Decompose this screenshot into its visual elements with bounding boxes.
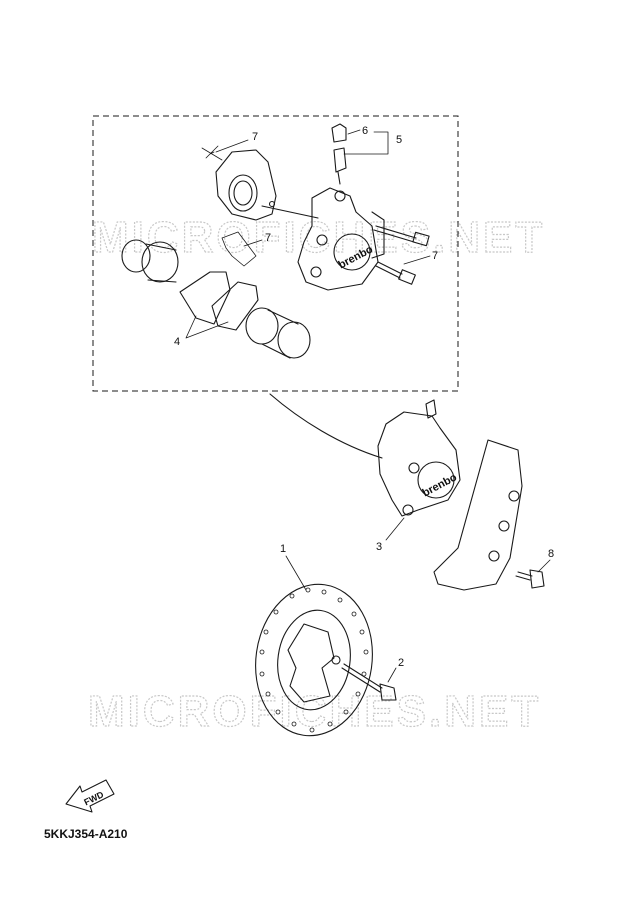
callout-line-4 <box>185 315 229 339</box>
callout-line-1 <box>285 555 307 591</box>
callout-line-5 <box>343 131 389 155</box>
callout-number-3: 3 <box>376 541 382 553</box>
callout-number-7-spring: 7 <box>265 232 271 244</box>
callout-number-6: 6 <box>362 125 368 137</box>
callout-line-7b <box>243 239 263 247</box>
bleed-screw <box>333 147 347 185</box>
caliper-bolt-upper <box>373 225 430 247</box>
pad-spring <box>221 231 257 267</box>
connector-line <box>269 393 383 459</box>
caliper-mount-bolt <box>515 569 545 589</box>
forward-arrow-icon: FWD <box>65 779 115 813</box>
caliper-bolt-lower <box>375 261 416 285</box>
callout-line-6 <box>347 129 361 135</box>
callout-number-4: 4 <box>174 336 180 348</box>
piston-right <box>245 307 311 359</box>
callout-line-3 <box>385 517 405 541</box>
callout-number-5: 5 <box>396 134 402 146</box>
brake-pad-left <box>179 271 231 325</box>
brake-pad-right <box>211 281 259 331</box>
fwd-label: FWD <box>82 789 105 807</box>
diagram-code: 5KKJ354-A210 <box>44 827 128 841</box>
bleed-valve-cap <box>331 123 347 143</box>
watermark-bottom: MICROFICHES.NET <box>88 687 541 736</box>
brake-disc <box>255 583 373 737</box>
callout-number-2: 2 <box>398 657 404 669</box>
clip-part <box>201 145 223 161</box>
callout-number-7-clip: 7 <box>252 131 258 143</box>
callout-line-7c <box>403 255 431 265</box>
watermark-top: MICROFICHES.NET <box>92 213 545 262</box>
callout-number-8: 8 <box>548 548 554 560</box>
callout-line-2 <box>387 667 397 683</box>
exploded-view-box <box>92 115 459 392</box>
callout-number-7-bolt: 7 <box>432 250 438 262</box>
callout-line-8 <box>537 559 551 573</box>
brake-caliper-assembly: brenbo <box>377 399 461 517</box>
disc-bolt <box>341 663 397 701</box>
front-fork-leg <box>433 439 523 591</box>
callout-number-1: 1 <box>280 543 286 555</box>
piston-left <box>121 239 179 283</box>
caliper-half-outer <box>215 149 319 221</box>
callout-line-7a <box>215 139 249 153</box>
